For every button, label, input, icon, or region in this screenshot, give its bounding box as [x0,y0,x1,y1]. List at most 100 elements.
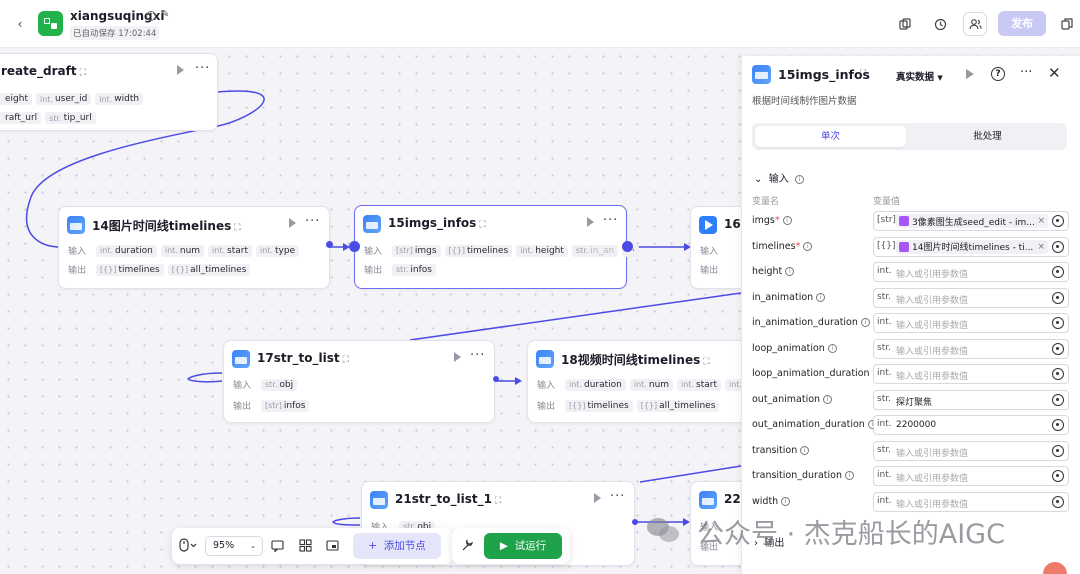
node-imgs-timelines[interactable]: 14图片时间线timelines⛶ ··· 输入 int.duration in… [58,206,333,289]
layout-icon[interactable] [299,539,312,555]
param-value-field[interactable]: [str]3像素图生成seed_edit - im...× [873,211,1069,231]
info-icon[interactable]: i [800,445,810,455]
param-value-field[interactable]: int.2200000 [873,415,1069,435]
param-type: int. [877,419,892,429]
debug-tool-icon[interactable] [460,538,474,555]
info-icon[interactable]: i [827,343,837,353]
info-icon[interactable]: i [781,496,791,506]
param-type: int. [877,266,892,276]
info-icon[interactable]: i [782,216,792,225]
info-icon[interactable]: i [860,318,870,327]
tab-single[interactable]: 单次 [755,126,906,147]
test-run-button[interactable]: ▶ 试运行 [484,533,562,559]
run-toolbar: ▶ 试运行 [452,528,570,564]
reference-picker-icon[interactable] [1052,419,1064,431]
tab-batch[interactable]: 批处理 [973,131,1002,142]
node-video-timelines[interactable]: 18视频时间线timelines⛶ 输入 int.duration int.nu… [527,340,769,423]
copy-icon[interactable] [893,12,917,36]
param-value-field[interactable]: str.探灯聚焦 [873,389,1069,410]
comment-icon[interactable] [271,539,284,555]
add-node-button[interactable]: + 添加节点 [353,533,441,559]
back-icon[interactable]: ‹ [17,17,23,31]
mouse-mode-icon[interactable] [179,538,197,555]
param-value-field[interactable]: int.输入或引用参数值 [873,262,1069,282]
output-port[interactable] [493,376,499,382]
remove-icon[interactable]: × [1037,216,1045,226]
reference-picker-icon[interactable] [1052,240,1064,253]
param-row: imgs*i [str]3像素图生成seed_edit - im...× [752,211,1070,233]
run-node-icon[interactable] [594,493,601,503]
output-port[interactable] [632,519,638,525]
more-icon[interactable]: ··· [470,348,486,363]
mode-tabs: 单次 批处理 [752,123,1067,150]
run-node-icon[interactable] [454,352,461,362]
param-value-field[interactable]: int.输入或引用参数值 [873,313,1069,333]
edit-icon[interactable]: ✎ [161,9,170,20]
node-icon [752,65,771,84]
param-value: 探灯聚焦 [896,397,933,408]
more-icon[interactable]: ··· [195,61,211,76]
reference-picker-icon[interactable] [1052,342,1064,355]
node-str-to-list[interactable]: 17str_to_list⛶ ··· 输入 str.obj 输出 [str]in… [223,340,499,423]
reference-picker-icon[interactable] [1052,266,1064,278]
param-value-field[interactable]: int.输入或引用参数值 [873,491,1069,512]
info-icon[interactable]: i [146,11,156,21]
param-value-field[interactable]: int.输入或引用参数值 [873,466,1069,486]
run-node-icon[interactable] [289,218,296,228]
reference-picker-icon[interactable] [1052,495,1064,508]
output-port[interactable] [326,241,333,248]
param-value-field[interactable]: [{}]14图片时间线timelines - ti...× [873,236,1069,257]
param-value-field[interactable]: int.输入或引用参数值 [873,364,1069,384]
minimap-icon[interactable] [326,539,339,555]
output-section-header[interactable]: › 输出 [754,538,785,549]
input-section-header[interactable]: ⌄ 输入 i [754,170,804,185]
close-icon[interactable]: ✕ [1048,64,1061,82]
reference-picker-icon[interactable] [1052,368,1064,380]
zoom-select[interactable]: 95%⌄ [205,536,263,556]
run-node-icon[interactable] [587,217,594,227]
param-value-field[interactable]: str.输入或引用参数值 [873,287,1069,308]
help-icon[interactable]: ? [991,67,1005,81]
input-chip: int.width [95,93,144,105]
info-icon[interactable]: i [785,267,795,276]
info-icon[interactable]: i [845,471,854,480]
autosave-status: 已自动保存 17:02:44 [70,26,160,40]
more-icon[interactable]: ··· [1020,65,1033,80]
reference-tag[interactable]: 14图片时间线timelines - ti...× [896,239,1048,254]
output-port[interactable] [622,241,633,252]
run-icon[interactable] [966,69,974,79]
param-placeholder: 输入或引用参数值 [896,474,969,484]
info-icon[interactable]: i [803,241,813,251]
param-value-field[interactable]: str.输入或引用参数值 [873,338,1069,359]
reference-picker-icon[interactable] [1052,215,1064,227]
more-icon[interactable]: ··· [610,489,626,504]
more-icon[interactable]: ··· [603,213,619,228]
floating-avatar[interactable] [1043,562,1067,574]
info-icon[interactable]: i [816,292,826,302]
collaborators-icon[interactable] [963,12,987,36]
reference-picker-icon[interactable] [1052,291,1064,304]
publish-button[interactable]: 发布 [998,11,1046,36]
node-create-draft[interactable]: reate_draft⛶ ··· eight int.user_id int.w… [0,53,218,131]
data-mode-select[interactable]: 真实数据 ▼ [896,72,943,83]
param-type: [{}] [877,240,896,251]
run-node-icon[interactable] [177,65,184,75]
param-name: imgs*i [752,215,792,226]
more-icon[interactable]: ··· [305,214,321,229]
panel-title: 15imgs_infos [778,67,870,82]
reference-picker-icon[interactable] [1052,317,1064,329]
duplicate-icon[interactable] [1055,12,1079,36]
node-imgs-infos[interactable]: 15imgs_infos⛶ ··· 输入 [str]imgs [{}]timel… [349,205,639,289]
reference-tag[interactable]: 3像素图生成seed_edit - im...× [896,214,1048,228]
input-port[interactable] [349,241,360,252]
reference-picker-icon[interactable] [1052,470,1064,482]
reference-picker-icon[interactable] [1052,444,1064,457]
param-value-field[interactable]: str.输入或引用参数值 [873,440,1069,461]
reference-picker-icon[interactable] [1052,393,1064,406]
info-icon[interactable]: i [823,394,833,404]
node-config-panel: 15imgs_infos ⛶ 真实数据 ▼ ? ··· ✕ 根据时间线制作图片数… [741,56,1080,574]
history-icon[interactable] [928,12,952,36]
remove-icon[interactable]: × [1037,241,1045,252]
